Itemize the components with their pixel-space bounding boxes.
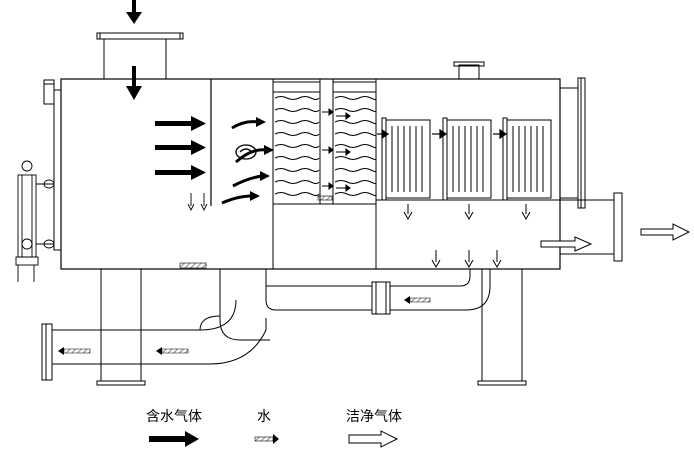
vessel-body	[60, 78, 561, 270]
legend-label-wet-gas: 含水气体	[146, 409, 202, 425]
filter-drain-arrows	[403, 204, 531, 269]
legend-clean-gas-symbol	[348, 430, 399, 448]
drain-water-arrows	[63, 297, 431, 354]
coalescer-section	[272, 79, 377, 269]
legend-label-clean-gas: 洁净气体	[346, 409, 402, 425]
filter-cartridges	[381, 117, 552, 201]
outlet-pipe	[559, 192, 623, 262]
support-legs	[96, 268, 527, 386]
legend-label-water: 水	[257, 409, 271, 425]
left-end-cap	[43, 79, 62, 251]
right-end-cap	[559, 77, 586, 209]
curved-flow-arrows	[221, 120, 267, 205]
top-right-nozzle	[453, 61, 485, 80]
swirl-icon	[235, 144, 257, 160]
filter-inlet-arrows	[377, 128, 508, 140]
legend-water-symbol	[254, 434, 279, 444]
drain-piping	[41, 269, 491, 381]
coalescer-water-arrow	[317, 195, 333, 201]
vessel-water-arrow	[179, 262, 207, 269]
clean-gas-arrows	[540, 223, 691, 252]
coalescer-flow-arrows	[322, 108, 351, 192]
legend-wet-gas-symbol	[149, 431, 199, 447]
level-gauge	[15, 160, 55, 282]
water-drop-arrows-left	[187, 193, 208, 212]
wet-gas-arrows	[126, 0, 206, 180]
top-inlet-pipe	[96, 32, 184, 80]
